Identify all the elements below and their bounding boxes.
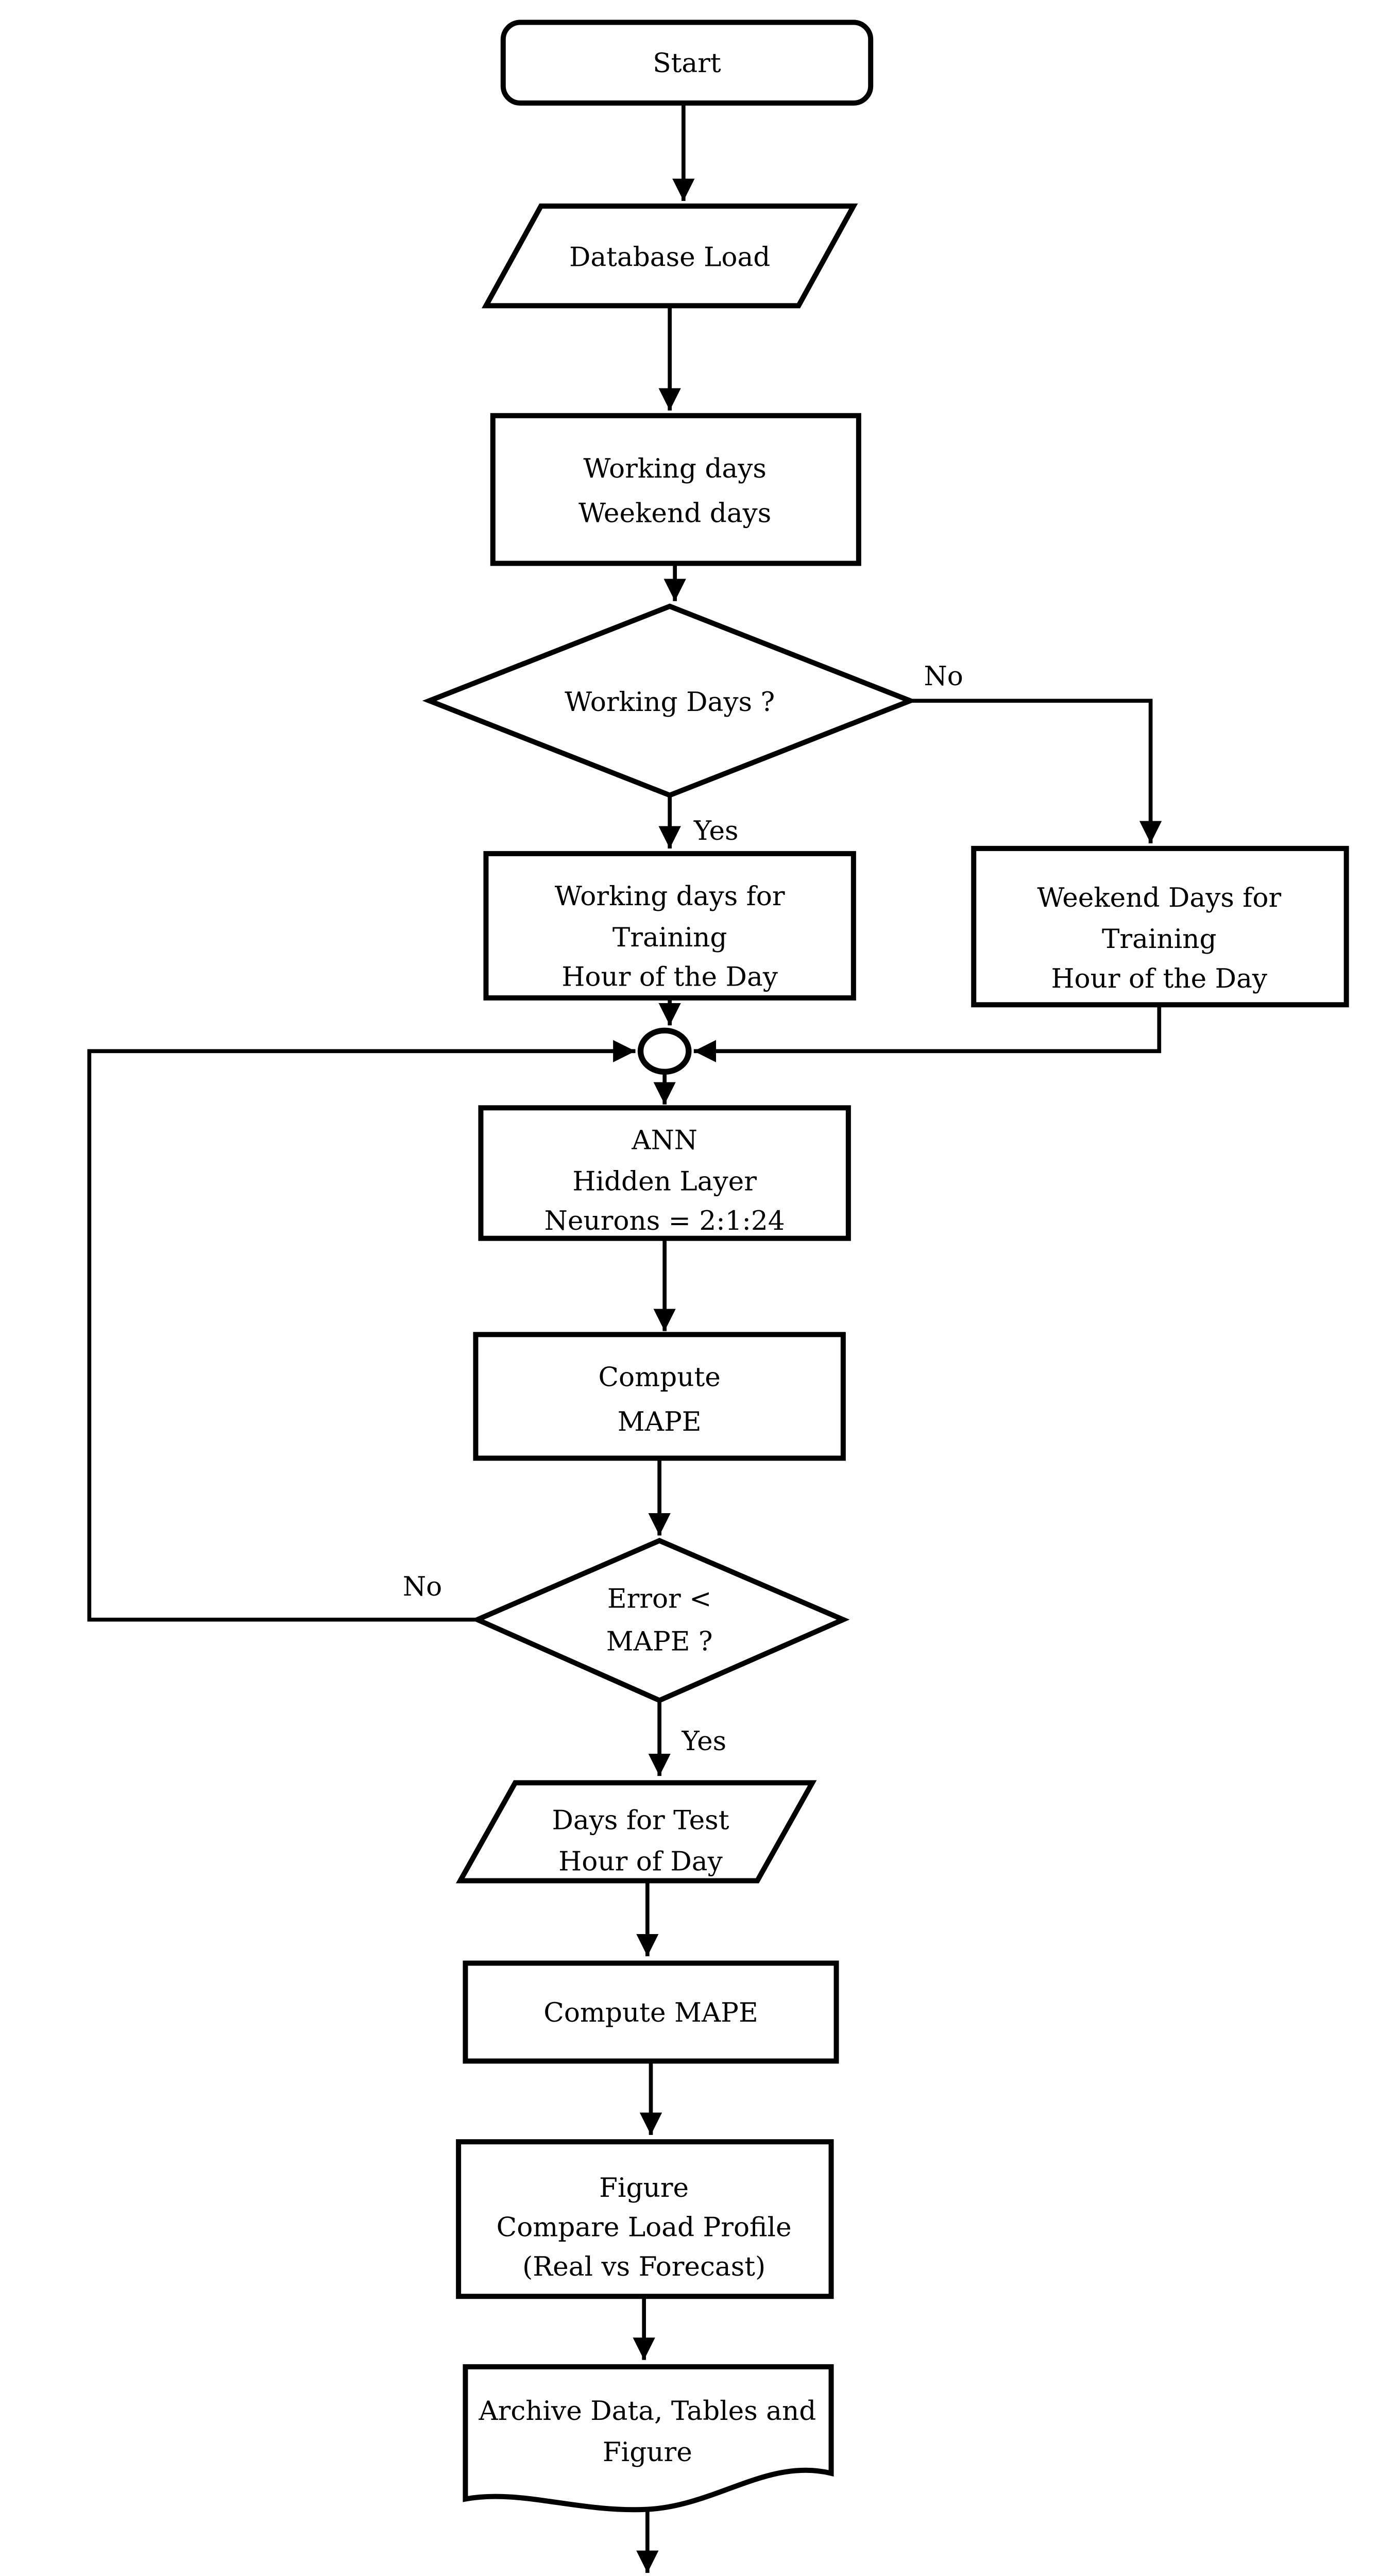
working-training-rect xyxy=(483,851,856,1001)
database-load-parallelogram xyxy=(481,204,858,309)
archive-line2: Figure xyxy=(603,2437,692,2468)
node-day-split: Working days Weekend days xyxy=(490,413,861,566)
weekend-training-line1: Weekend Days for xyxy=(1037,883,1281,913)
start-label: Start xyxy=(653,48,721,79)
archive-document-shape xyxy=(463,2364,834,2513)
ann-line2: Hidden Layer xyxy=(572,1166,757,1197)
edge-label-yes-error: Yes xyxy=(681,1726,726,1757)
ann-rect xyxy=(478,1105,851,1241)
archive-line1: Archive Data, Tables and xyxy=(478,2396,816,2427)
node-compute-mape-training: Compute MAPE xyxy=(473,1332,846,1461)
node-days-for-test: Days for Test Hour of Day xyxy=(455,1780,817,1884)
compute-mape-training-line2: MAPE xyxy=(618,1406,702,1437)
compute-mape-test-rect xyxy=(463,1960,839,2064)
merge-connector-circle xyxy=(637,1027,692,1075)
node-ann: ANN Hidden Layer Neurons = 2:1:24 xyxy=(478,1105,851,1241)
working-days-decision-label: Working Days ? xyxy=(565,687,775,718)
day-split-line1: Working days xyxy=(583,453,767,484)
node-figure-compare: Figure Compare Load Profile (Real vs For… xyxy=(456,2139,834,2299)
edge-decision-no-to-weekend xyxy=(910,699,1162,843)
error-decision-diamond xyxy=(471,1537,850,1703)
days-for-test-line1: Days for Test xyxy=(552,1805,729,1836)
day-split-rect xyxy=(490,413,861,566)
compute-mape-test-label: Compute MAPE xyxy=(543,1997,758,2028)
start-terminator-shape xyxy=(500,20,874,106)
node-database-load: Database Load xyxy=(481,204,858,309)
node-working-training: Working days for Training Hour of the Da… xyxy=(483,851,856,1001)
database-load-label: Database Load xyxy=(569,242,770,273)
compute-mape-training-rect xyxy=(473,1332,846,1461)
error-decision-line2: MAPE ? xyxy=(606,1626,713,1657)
compute-mape-training-line1: Compute xyxy=(599,1362,721,1393)
weekend-training-line3: Hour of the Day xyxy=(1051,963,1267,994)
figure-compare-rect xyxy=(456,2139,834,2299)
node-working-days-decision: Working Days ? xyxy=(422,603,917,798)
days-for-test-parallelogram xyxy=(455,1780,817,1884)
node-weekend-training: Weekend Days for Training Hour of the Da… xyxy=(971,845,1349,1008)
working-training-line2: Training xyxy=(612,922,727,953)
error-decision-line1: Error < xyxy=(607,1583,712,1614)
edge-weekend-to-merge xyxy=(693,1005,1162,1062)
figure-compare-line1: Figure xyxy=(599,2173,689,2204)
ann-line1: ANN xyxy=(631,1125,697,1156)
edge-error-no-loop-to-merge xyxy=(87,1040,636,1622)
edge-label-yes-working: Yes xyxy=(693,816,739,846)
days-for-test-line2: Hour of Day xyxy=(558,1846,723,1877)
working-training-line1: Working days for xyxy=(555,881,785,912)
weekend-training-line2: Training xyxy=(1102,924,1217,955)
working-training-line3: Hour of the Day xyxy=(561,962,778,993)
edge-label-no-error: No xyxy=(403,1571,442,1602)
node-compute-mape-test: Compute MAPE xyxy=(463,1960,839,2064)
edge-label-no-working: No xyxy=(924,661,963,692)
figure-compare-line3: (Real vs Forecast) xyxy=(522,2251,765,2282)
figure-compare-line2: Compare Load Profile xyxy=(497,2212,792,2243)
ann-line3: Neurons = 2:1:24 xyxy=(544,1206,785,1236)
node-start: Start xyxy=(500,20,874,106)
working-days-decision-diamond xyxy=(422,603,917,798)
weekend-training-rect xyxy=(971,845,1349,1008)
day-split-line2: Weekend days xyxy=(578,498,771,529)
node-error-decision: Error < MAPE ? xyxy=(471,1537,850,1703)
node-archive: Archive Data, Tables and Figure xyxy=(463,2364,834,2513)
